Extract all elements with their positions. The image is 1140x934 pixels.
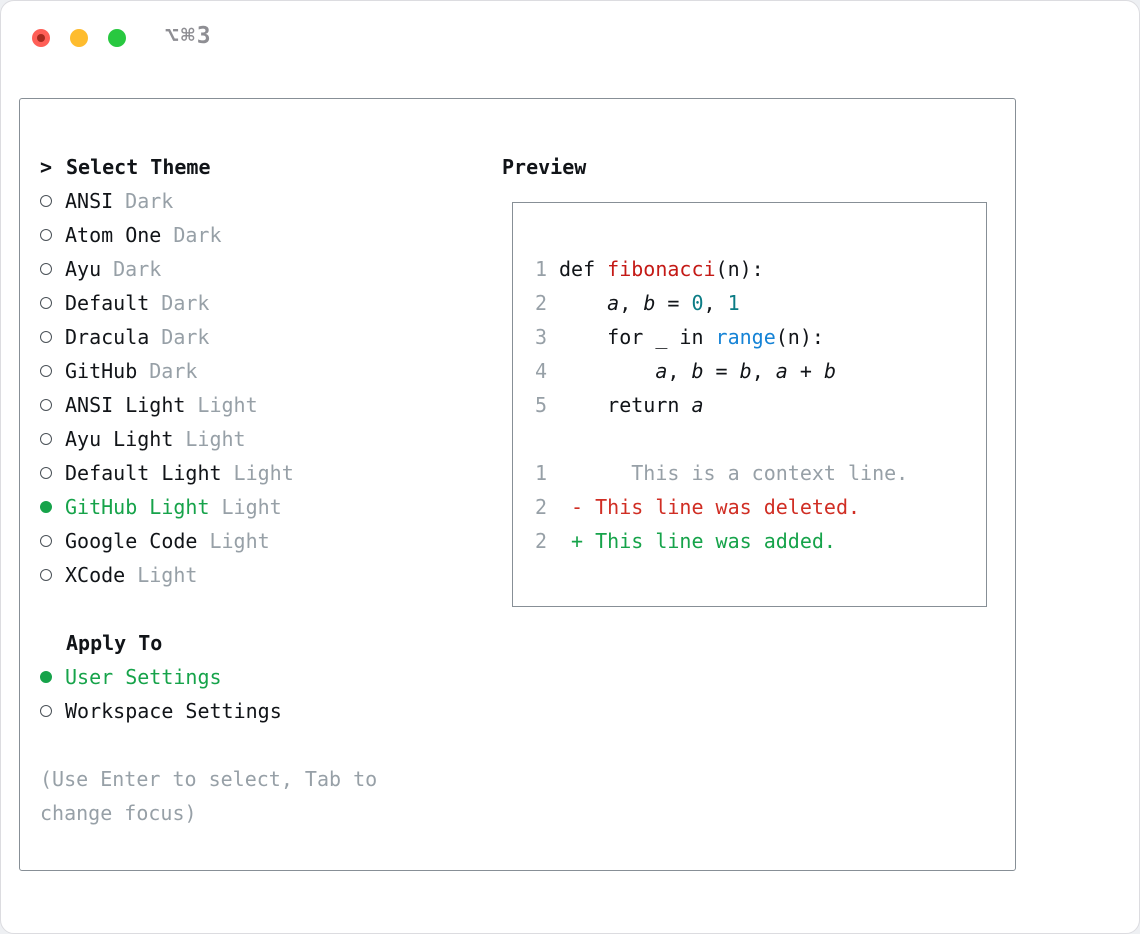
theme-variant-tag: Dark (173, 223, 222, 247)
theme-option-ansi[interactable]: ANSI Dark (40, 184, 377, 218)
line-number: 2 (534, 291, 547, 315)
theme-variant-tag: Dark (149, 359, 198, 383)
titlebar (32, 29, 126, 47)
theme-variant-tag: Light (209, 529, 270, 553)
theme-name: Ayu Light (65, 427, 174, 451)
line-number: 1 (534, 257, 547, 281)
theme-option-atom-one[interactable]: Atom One Dark (40, 218, 377, 252)
diff-line-text: This is a context line. (559, 461, 909, 485)
radio-icon (40, 297, 52, 309)
line-number: 4 (534, 359, 547, 383)
radio-icon (40, 433, 52, 445)
apply-option-user-settings[interactable]: User Settings (40, 660, 377, 694)
diff-line-context: 1 This is a context line. (533, 456, 986, 490)
radio-icon (40, 467, 52, 479)
close-button[interactable] (32, 29, 50, 47)
apply-to-title: Apply To (66, 631, 163, 655)
zoom-button[interactable] (108, 29, 126, 47)
theme-name: GitHub Light (65, 495, 210, 519)
apply-option-workspace-settings[interactable]: Workspace Settings (40, 694, 377, 728)
theme-option-xcode[interactable]: XCode Light (40, 558, 377, 592)
theme-option-dracula[interactable]: Dracula Dark (40, 320, 377, 354)
line-number: 1 (534, 461, 547, 485)
theme-option-ayu[interactable]: Ayu Dark (40, 252, 377, 286)
theme-option-default-light[interactable]: Default Light Light (40, 456, 377, 490)
radio-icon (40, 569, 52, 581)
theme-name: Ayu (65, 257, 102, 281)
cursor-caret: > (40, 155, 53, 179)
apply-option-label: User Settings (65, 665, 222, 689)
select-theme-title: > Select Theme (40, 150, 377, 184)
radio-icon (40, 365, 52, 377)
diff-line-text: + This line was added. (559, 529, 836, 553)
window-shortcut-label: ⌥⌘3 (165, 23, 213, 49)
radio-icon (40, 535, 52, 547)
theme-option-github-light[interactable]: GitHub Light Light (40, 490, 377, 524)
theme-name: ANSI Light (65, 393, 186, 417)
code-line: 5 return a (533, 388, 986, 422)
radio-selected-icon (40, 501, 52, 513)
select-theme-title-text: Select Theme (66, 155, 211, 179)
theme-variant-tag: Light (197, 393, 258, 417)
minimize-button[interactable] (70, 29, 88, 47)
theme-name: Google Code (65, 529, 198, 553)
code-line: 3 for _ in range(n): (533, 320, 986, 354)
diff-line-added: 2 + This line was added. (533, 524, 986, 558)
diff-preview: 1 This is a context line.2 - This line w… (533, 456, 986, 558)
theme-variant-tag: Light (185, 427, 246, 451)
preview-title: Preview (502, 155, 587, 179)
radio-icon (40, 399, 52, 411)
theme-variant-tag: Light (137, 563, 198, 587)
radio-selected-icon (40, 671, 52, 683)
theme-variant-tag: Dark (125, 189, 174, 213)
line-number: 5 (534, 393, 547, 417)
code-line: 4 a, b = b, a + b (533, 354, 986, 388)
theme-name: ANSI (65, 189, 114, 213)
theme-option-google-code[interactable]: Google Code Light (40, 524, 377, 558)
theme-variant-tag: Light (221, 495, 282, 519)
radio-icon (40, 331, 52, 343)
line-number: 2 (534, 529, 547, 553)
radio-icon (40, 195, 52, 207)
theme-variant-tag: Dark (161, 325, 210, 349)
radio-icon (40, 229, 52, 241)
theme-option-github[interactable]: GitHub Dark (40, 354, 377, 388)
theme-name: GitHub (65, 359, 138, 383)
theme-name: Dracula (65, 325, 150, 349)
theme-variant-tag: Dark (113, 257, 162, 281)
theme-variant-tag: Light (233, 461, 294, 485)
theme-name: Default (65, 291, 150, 315)
apply-option-label: Workspace Settings (65, 699, 282, 723)
theme-option-ansi-light[interactable]: ANSI Light Light (40, 388, 377, 422)
theme-option-default[interactable]: Default Dark (40, 286, 377, 320)
hint-text: (Use Enter to select, Tab to change focu… (40, 767, 378, 825)
preview-spacer (533, 422, 986, 456)
line-number: 3 (534, 325, 547, 349)
code-line: 2 a, b = 0, 1 (533, 286, 986, 320)
radio-icon (40, 705, 52, 717)
theme-option-ayu-light[interactable]: Ayu Light Light (40, 422, 377, 456)
theme-name: XCode (65, 563, 126, 587)
radio-icon (40, 263, 52, 275)
theme-name: Atom One (65, 223, 162, 247)
line-number: 2 (534, 495, 547, 519)
diff-line-text: - This line was deleted. (559, 495, 861, 519)
theme-variant-tag: Dark (161, 291, 210, 315)
diff-line-deleted: 2 - This line was deleted. (533, 490, 986, 524)
theme-name: Default Light (65, 461, 222, 485)
